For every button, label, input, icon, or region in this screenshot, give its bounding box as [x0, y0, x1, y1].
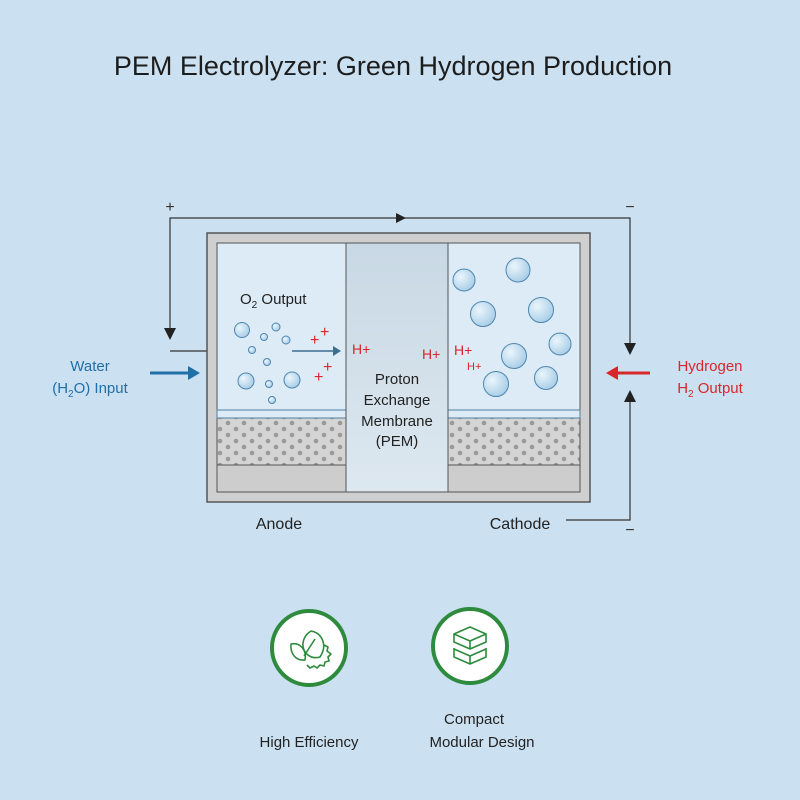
water-input-arrow-icon	[188, 366, 200, 380]
svg-text:H+: H+	[352, 341, 370, 357]
anode-label: Anode	[256, 516, 302, 533]
arrow-up-icon	[624, 390, 636, 402]
hydrogen-ions: H+ H+ H+ H+	[352, 341, 481, 373]
svg-text:+: +	[323, 359, 332, 376]
proton-exchange-membrane	[345, 242, 449, 493]
current-arrow-icon	[396, 213, 406, 223]
o2-output-label: O2 Output	[240, 291, 307, 311]
svg-text:Exchange: Exchange	[364, 392, 431, 409]
membrane-label: Proton Exchange Membrane (PEM)	[361, 371, 433, 450]
hydrogen-output-label-line2: H2 Output	[677, 380, 743, 400]
svg-text:+: +	[310, 332, 319, 349]
cathode-catalyst-layer	[447, 417, 581, 466]
positive-terminal: +	[165, 199, 174, 216]
cathode-label: Cathode	[490, 516, 551, 533]
page-title: PEM Electrolyzer: Green Hydrogen Product…	[114, 51, 672, 81]
water-input-label-line2: (H2O) Input	[52, 380, 128, 400]
arrow-down-icon	[164, 328, 176, 340]
svg-text:Compact: Compact	[444, 711, 505, 728]
anode-catalyst-layer	[216, 417, 347, 466]
svg-text:(PEM): (PEM)	[376, 433, 419, 450]
water-input-label: Water	[70, 358, 109, 375]
anode-plate	[216, 464, 347, 493]
hydrogen-output-label: Hydrogen	[677, 358, 742, 375]
negative-terminal: −	[625, 199, 634, 216]
svg-text:+: +	[314, 369, 323, 386]
stacked-blocks-icon	[453, 626, 487, 665]
leaf-gear-icon	[290, 630, 332, 669]
proton-flow-arrow-icon	[333, 346, 341, 356]
svg-text:H+: H+	[454, 342, 472, 358]
svg-text:H+: H+	[422, 346, 440, 362]
negative-terminal: −	[625, 522, 634, 539]
svg-text:+: +	[320, 324, 329, 341]
feature-compact-modular-design: Compact Modular Design	[429, 607, 535, 751]
feature-high-efficiency: High Efficiency	[260, 609, 359, 751]
svg-text:H+: H+	[467, 361, 481, 373]
hydrogen-bubbles	[452, 257, 572, 397]
hydrogen-output-arrow-icon	[606, 366, 618, 380]
svg-text:High Efficiency: High Efficiency	[260, 734, 359, 751]
svg-text:Membrane: Membrane	[361, 413, 433, 430]
positive-ions: + + + +	[310, 324, 332, 386]
svg-text:Modular Design: Modular Design	[429, 734, 534, 751]
oxygen-bubbles	[234, 322, 301, 404]
svg-text:Proton: Proton	[375, 371, 419, 388]
arrow-down-icon	[624, 343, 636, 355]
cathode-plate	[447, 464, 581, 493]
